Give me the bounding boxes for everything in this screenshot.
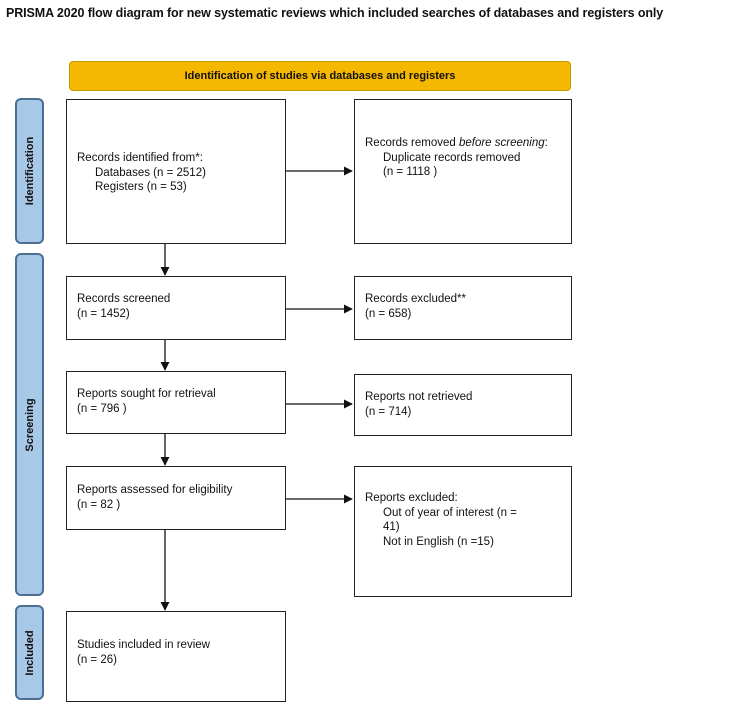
box-heading: Records removed before screening: — [365, 137, 548, 149]
records-removed-box: Records removed before screening: Duplic… — [354, 99, 572, 244]
reports-excluded-box: Reports excluded: Out of year of interes… — [354, 466, 572, 597]
box-label: Reports sought for retrieval — [77, 388, 216, 400]
records-screened-box: Records screened (n = 1452) — [66, 276, 286, 340]
reports-not-retrieved-box: Reports not retrieved (n = 714) — [354, 374, 572, 436]
exclusion-reason-year: Out of year of interest (n = — [383, 506, 517, 519]
box-count: (n = 714) — [365, 405, 412, 418]
exclusion-reason-language: Not in English (n =15) — [383, 535, 494, 548]
records-identified-box: Records identified from*: Databases (n =… — [66, 99, 286, 244]
diagram-title: PRISMA 2020 flow diagram for new systema… — [6, 6, 664, 20]
box-heading: Records identified from*: — [77, 152, 203, 164]
box-label: Records excluded** — [365, 293, 467, 305]
studies-included-box: Studies included in review (n = 26) — [66, 611, 286, 702]
section-label-included: Included — [15, 605, 44, 700]
box-label: Records screened — [77, 293, 171, 305]
reports-sought-box: Reports sought for retrieval (n = 796 ) — [66, 371, 286, 434]
box-label: Reports not retrieved — [365, 391, 473, 403]
box-count: (n = 26) — [77, 653, 117, 666]
box-count: (n = 796 ) — [77, 402, 127, 415]
section-label-screening: Screening — [15, 253, 44, 596]
reports-assessed-box: Reports assessed for eligibility (n = 82… — [66, 466, 286, 530]
box-count: (n = 658) — [365, 307, 412, 320]
records-excluded-box: Records excluded** (n = 658) — [354, 276, 572, 340]
duplicates-count: (n = 1118 ) — [383, 166, 438, 178]
box-label: Reports assessed for eligibility — [77, 484, 233, 496]
box-heading: Reports excluded: — [365, 492, 458, 504]
box-count: (n = 82 ) — [77, 498, 121, 511]
box-count: (n = 1452) — [77, 307, 130, 320]
exclusion-reason-year-count: 41) — [383, 521, 400, 533]
databases-count: Databases (n = 2512) — [95, 166, 206, 179]
registers-count: Registers (n = 53) — [95, 181, 187, 193]
section-label-identification: Identification — [15, 98, 44, 244]
box-label: Studies included in review — [77, 639, 210, 651]
identification-banner: Identification of studies via databases … — [69, 61, 571, 91]
duplicates-label: Duplicate records removed — [383, 151, 521, 164]
